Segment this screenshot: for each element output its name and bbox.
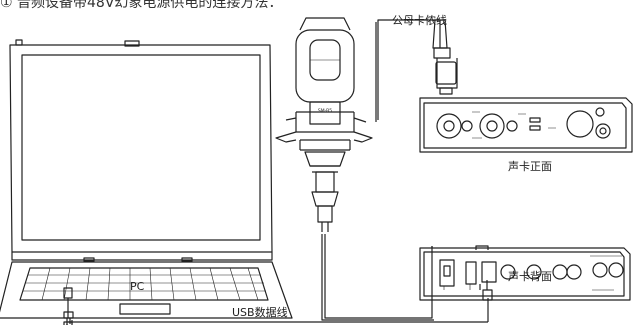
laptop-illustration — [0, 39, 293, 319]
label-usb-cable: USB数据线 — [232, 306, 288, 319]
sound-card-back-illustration — [419, 245, 631, 301]
sound-card-front-illustration — [419, 97, 633, 153]
label-card-front: 声卡正面 — [508, 160, 552, 173]
microphone-illustration — [275, 17, 373, 232]
usb-cable-line — [63, 280, 493, 325]
mic-model-label: SM-B5 — [318, 108, 332, 114]
xlr-plug-top — [432, 19, 458, 95]
label-otg-cable: 公母卡侬线 — [392, 14, 447, 27]
diagram-heading: ① 音频设备带48V幻象电源供电的连接方法： — [0, 0, 283, 11]
label-pc: PC — [130, 280, 145, 293]
xlr-cable-line — [321, 19, 441, 321]
label-card-back: 声卡背面 — [508, 270, 552, 283]
